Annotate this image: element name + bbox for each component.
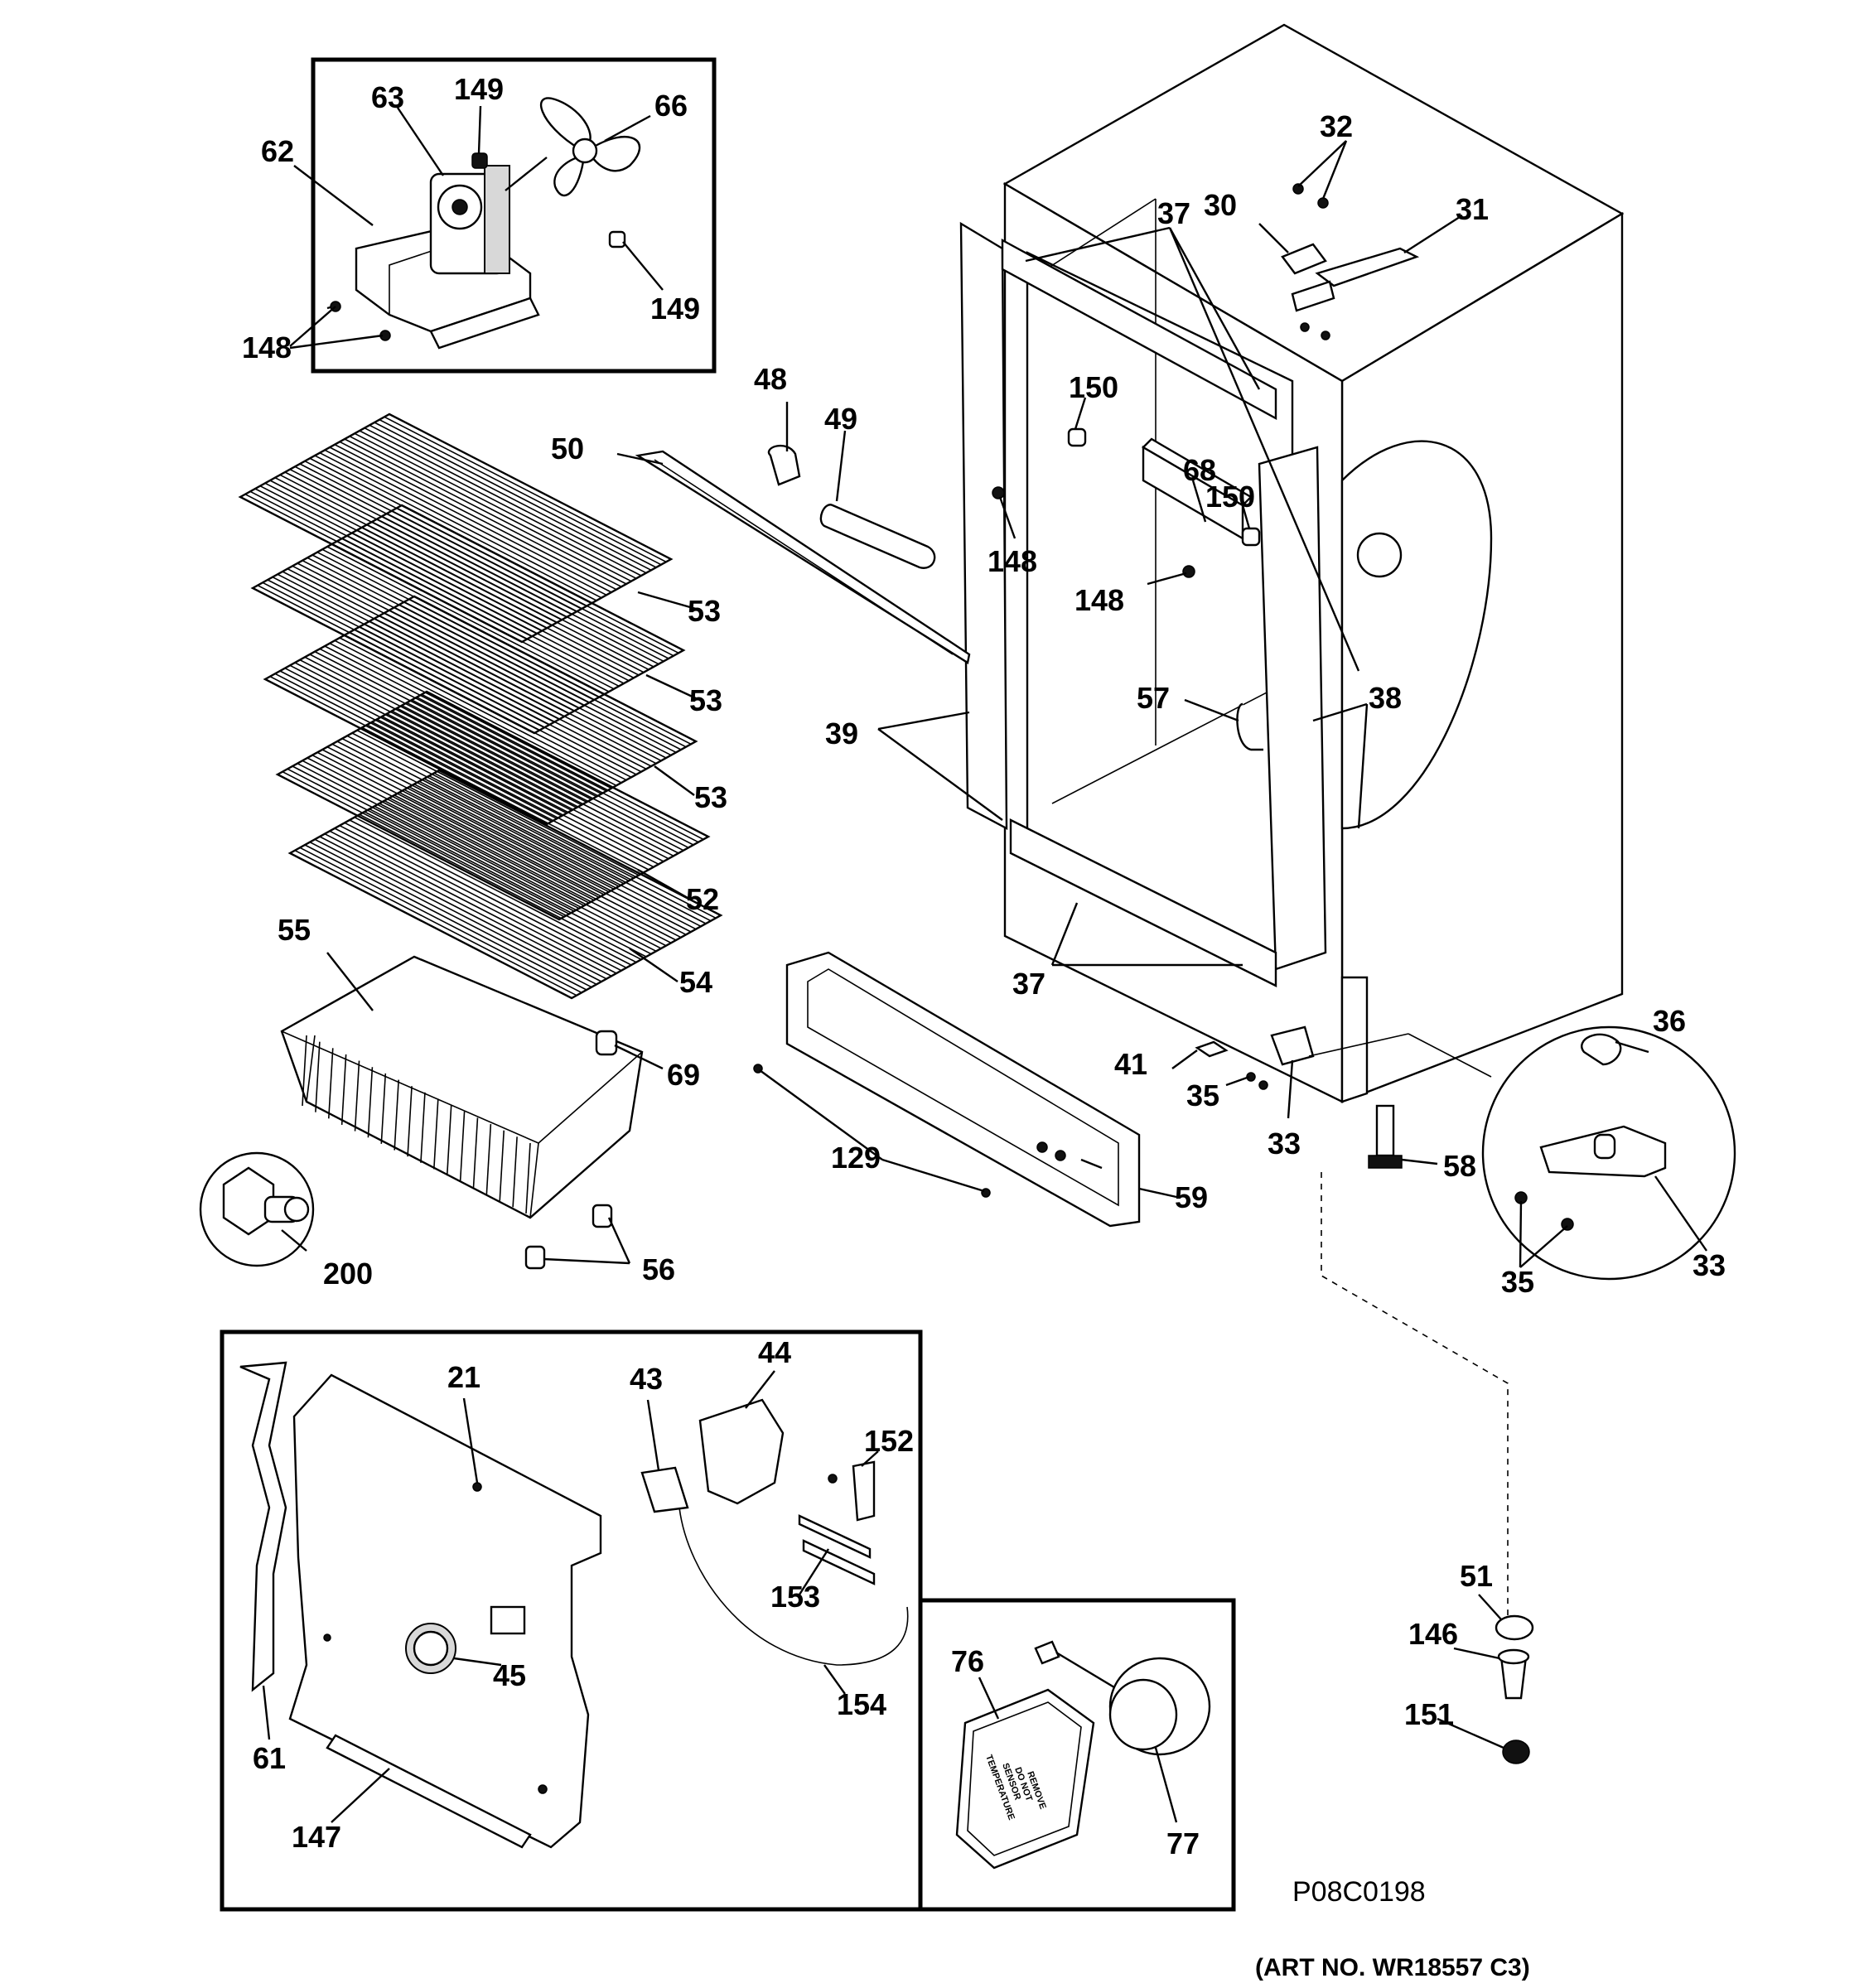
- grille-and-rod: 50 48 49 59 129: [551, 362, 1208, 1228]
- label-61: 61: [253, 1741, 286, 1775]
- label-31: 31: [1456, 192, 1489, 226]
- label-150-lower: 150: [1205, 480, 1255, 514]
- label-153: 153: [770, 1580, 820, 1614]
- label-148-lower: 148: [1074, 583, 1124, 617]
- label-151: 151: [1404, 1697, 1454, 1731]
- label-30: 30: [1204, 188, 1237, 222]
- label-59: 59: [1175, 1180, 1208, 1214]
- label-146: 146: [1408, 1617, 1458, 1651]
- label-58: 58: [1443, 1149, 1476, 1183]
- basket-wire: [380, 1073, 387, 1144]
- control-panel-inset: 21 43 44 152 153 154 45 61 147: [220, 1329, 923, 1912]
- wire-shelf: [275, 690, 711, 921]
- basket-wire: [327, 1048, 334, 1119]
- freezer-cabinet: [959, 23, 1625, 1103]
- label-33-cabinet: 33: [1268, 1127, 1301, 1160]
- basket-wire: [354, 1060, 360, 1132]
- leveler-parts: 51 146 151: [1321, 1172, 1534, 1764]
- label-50: 50: [551, 432, 584, 466]
- basket-wire: [499, 1130, 505, 1201]
- label-149-bottom: 149: [650, 292, 700, 326]
- shelf-labels: 53 53 53 52 54: [629, 591, 727, 999]
- label-36: 36: [1653, 1004, 1686, 1038]
- label-76: 76: [951, 1644, 984, 1678]
- basket-wire: [512, 1136, 518, 1208]
- basket-wire: [433, 1098, 439, 1170]
- basket-wire: [446, 1105, 452, 1176]
- label-43: 43: [630, 1362, 663, 1396]
- lower-hinge: 41 35 33 58 36 35 33: [1114, 1004, 1736, 1299]
- label-53-3: 53: [694, 780, 727, 814]
- basket-wire: [315, 1041, 321, 1112]
- label-21: 21: [447, 1360, 480, 1394]
- basket-wire: [367, 1067, 374, 1138]
- label-148-upper: 148: [988, 544, 1037, 578]
- freezer-basket: 55 69 56: [278, 913, 700, 1286]
- label-152: 152: [864, 1424, 914, 1458]
- cabinet-labels: 37 30 32 31 68 150 150 148 148 57 38 39 …: [825, 109, 1489, 1001]
- basket-wire: [407, 1086, 413, 1157]
- basket-wire: [340, 1054, 347, 1125]
- label-55: 55: [278, 913, 311, 947]
- label-77: 77: [1166, 1826, 1200, 1860]
- label-49: 49: [824, 402, 857, 436]
- label-62: 62: [261, 134, 294, 168]
- label-35-cabinet: 35: [1186, 1078, 1219, 1112]
- basket-wire: [472, 1117, 479, 1189]
- label-53-1: 53: [688, 594, 721, 628]
- label-48: 48: [754, 362, 787, 396]
- label-154: 154: [837, 1687, 886, 1721]
- basket-wire: [420, 1092, 426, 1163]
- label-63: 63: [371, 80, 404, 114]
- wire-shelf: [287, 769, 723, 1000]
- fan-motor-inset: 62 63 149 66 149 148: [242, 57, 717, 374]
- fitting-callout: 200: [199, 1151, 373, 1291]
- label-35-callout: 35: [1501, 1265, 1534, 1299]
- basket-wire: [459, 1111, 466, 1182]
- wire-shelf: [263, 595, 698, 826]
- label-150-upper: 150: [1069, 370, 1118, 404]
- label-45: 45: [493, 1658, 526, 1692]
- label-39: 39: [825, 717, 858, 750]
- label-148-inset: 148: [242, 331, 292, 364]
- label-66: 66: [654, 89, 688, 123]
- label-57: 57: [1137, 681, 1170, 715]
- label-38: 38: [1369, 681, 1402, 715]
- label-32: 32: [1320, 109, 1353, 143]
- basket-wire: [302, 1035, 307, 1107]
- label-54: 54: [679, 965, 712, 999]
- label-53-2: 53: [689, 683, 722, 717]
- label-44: 44: [758, 1335, 791, 1369]
- basket-wire: [394, 1079, 399, 1151]
- label-200: 200: [323, 1257, 373, 1291]
- diagram-code: P08C0198: [1292, 1876, 1426, 1908]
- art-number: (ART NO. WR18557 C3): [1255, 1954, 1530, 1981]
- wire-shelves: [238, 413, 723, 1000]
- basket-wire: [485, 1124, 492, 1195]
- label-69: 69: [667, 1058, 700, 1092]
- label-51: 51: [1460, 1559, 1493, 1593]
- label-56: 56: [642, 1252, 675, 1286]
- label-33-callout: 33: [1693, 1248, 1726, 1282]
- basket-wire: [525, 1142, 531, 1214]
- label-41: 41: [1114, 1047, 1147, 1081]
- label-129: 129: [831, 1141, 881, 1175]
- label-68: 68: [1183, 453, 1216, 487]
- sensor-inset: TEMPERATURE SENSOR DO NOT REMOVE 76 77: [918, 1598, 1236, 1912]
- label-52: 52: [686, 882, 719, 916]
- label-37-bottom: 37: [1012, 967, 1045, 1001]
- label-37-top: 37: [1157, 196, 1190, 230]
- label-149-top: 149: [454, 72, 504, 106]
- label-147: 147: [292, 1820, 341, 1854]
